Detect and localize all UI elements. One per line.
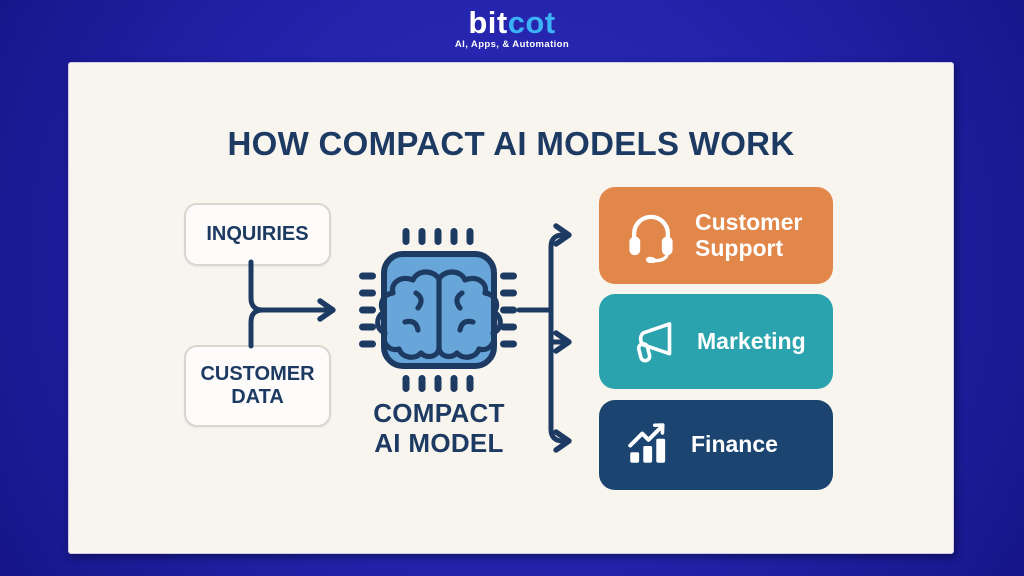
page-title: HOW COMPACT AI MODELS WORK <box>227 125 795 162</box>
input-box-inquiries-label: INQUIRIES <box>206 223 309 245</box>
chip-brain-icon <box>359 228 517 392</box>
brand-logo-accent: cot <box>507 5 556 40</box>
output-box-finance: Finance <box>599 400 833 490</box>
output-box-customer-support: Customer Support <box>599 187 833 284</box>
diagram-card: HOW COMPACT AI MODELS WORK INQUIRIES CUS… <box>68 62 954 554</box>
bar-chart-icon <box>628 423 666 463</box>
megaphone-icon <box>636 321 672 362</box>
brain-icon <box>375 269 503 360</box>
diagram-connectors <box>248 223 572 453</box>
output-label-customer-support: Customer Support <box>695 208 803 261</box>
output-label-finance: Finance <box>691 431 778 458</box>
model-label-line1: COMPACT <box>373 398 505 428</box>
model-label: COMPACT AI MODEL <box>319 398 559 459</box>
output-box-marketing: Marketing <box>599 294 833 389</box>
input-merge-connector <box>248 259 336 349</box>
model-label-line2: AI MODEL <box>374 427 504 458</box>
brand-logo-primary: bit <box>468 5 508 40</box>
input-box-inquiries: INQUIRIES <box>184 203 331 266</box>
input-box-customer-data-label: CUSTOMER DATA <box>200 363 315 408</box>
brand-logo: bitcot AI, Apps, & Automation <box>0 7 1024 50</box>
brand-logo-text: bitcot <box>0 7 1024 38</box>
headset-icon <box>629 214 673 263</box>
output-fanout-connector <box>516 223 572 453</box>
brand-tagline: AI, Apps, & Automation <box>454 39 570 50</box>
output-label-marketing: Marketing <box>697 327 806 354</box>
chip-pins <box>359 228 517 392</box>
input-box-customer-data: CUSTOMER DATA <box>184 345 331 427</box>
